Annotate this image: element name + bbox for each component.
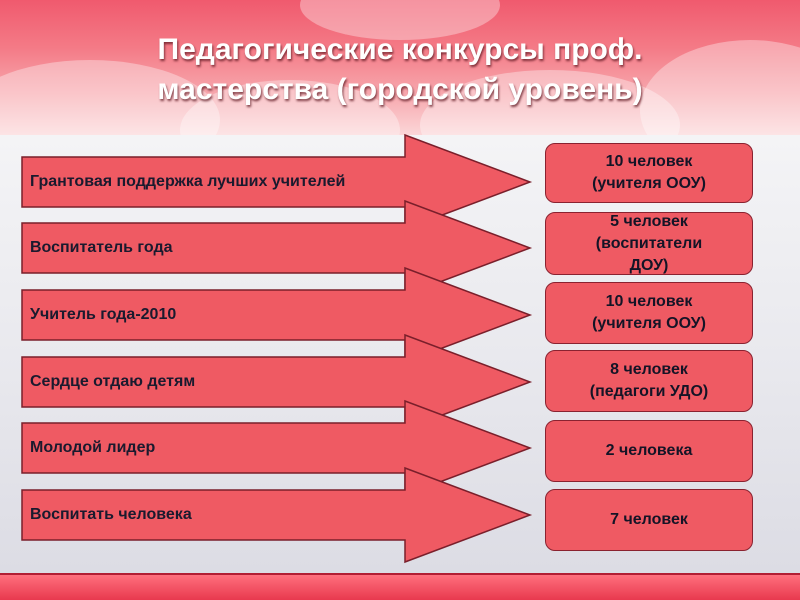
participants-count-text: 10 человек (учителя ООУ) [592,153,706,192]
participants-box: 5 человек (воспитатели ДОУ) [545,212,753,275]
contest-arrow [21,399,533,497]
footer-bar [0,575,800,600]
slide-title: Педагогические конкурсы проф. мастерства… [60,30,740,110]
participants-count-text: 10 человек (учителя ООУ) [592,293,706,332]
participants-box: 7 человек [545,489,753,551]
contest-label: Молодой лидер [30,439,156,456]
contest-arrow [21,333,533,431]
contest-label: Учитель года-2010 [30,306,177,323]
participants-box: 2 человека [545,420,753,482]
participants-count-text: 8 человек (педагоги УДО) [589,361,709,400]
contest-label: Воспитать человека [30,506,192,523]
contest-label: Воспитатель года [30,239,173,256]
contest-arrow [21,466,533,564]
contest-label: Грантовая поддержка лучших учителей [30,173,346,190]
participants-box: 10 человек (учителя ООУ) [545,143,753,203]
participants-count-text: 2 человека [605,442,693,459]
contest-label: Сердце отдаю детям [30,373,196,390]
participants-count-text: 7 человек [610,511,688,528]
participants-box: 8 человек (педагоги УДО) [545,350,753,412]
contest-arrow [21,266,533,364]
contest-arrow [21,199,533,297]
contest-arrow [21,133,533,231]
header-background [0,0,800,135]
slide-title-text: Педагогические конкурсы проф. мастерства… [157,33,643,106]
footer-line [0,573,800,575]
participants-box: 10 человек (учителя ООУ) [545,282,753,344]
participants-count-text: 5 человек (воспитатели ДОУ) [595,212,703,274]
